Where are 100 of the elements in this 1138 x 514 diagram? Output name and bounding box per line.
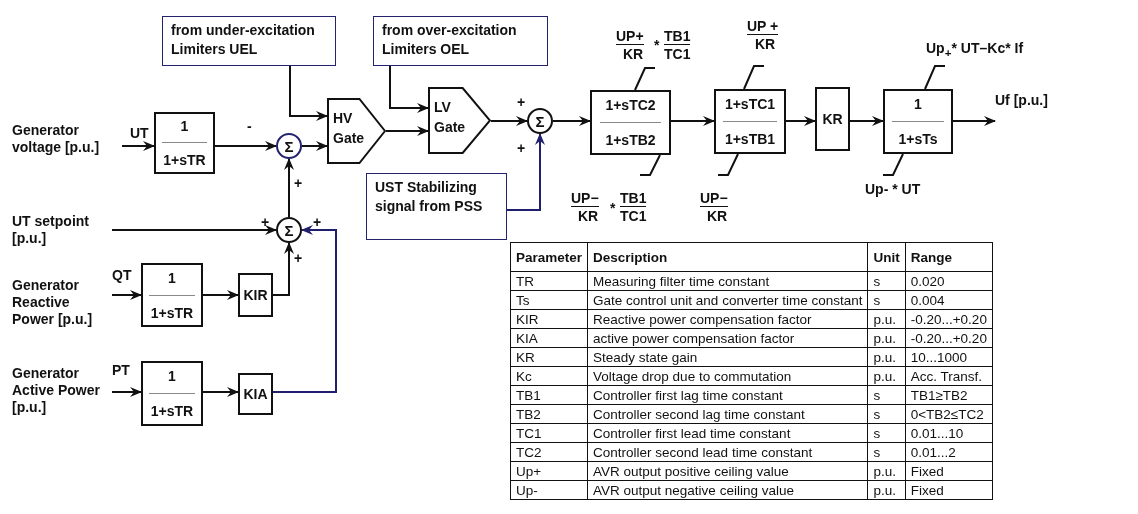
table-cell: Controller second lag time constant — [587, 404, 868, 424]
limit-label: KR — [578, 208, 599, 224]
signal-label: Generator Reactive Power [p.u.] — [12, 277, 112, 329]
gate-block: HV Gate — [327, 98, 386, 164]
denominator: 1+sTB2 — [605, 132, 656, 149]
table-cell: KR — [510, 347, 588, 367]
numerator: 1+sTC1 — [724, 95, 776, 112]
arrow — [385, 126, 429, 136]
limit-label: TB1 — [620, 190, 647, 207]
limit-label: TC1 — [620, 208, 647, 224]
table-header-cell: Range — [905, 242, 993, 272]
table-cell: -0.20...+0.20 — [905, 309, 993, 329]
sign-label: + — [294, 175, 303, 191]
table-cell: Up+ — [510, 461, 588, 481]
transfer-function-block — [714, 89, 786, 154]
gain-block: KIA — [238, 373, 273, 415]
table-cell: p.u. — [867, 461, 906, 481]
table-cell: Kc — [510, 366, 588, 386]
table-header-cell: Description — [587, 242, 868, 272]
table-cell: p.u. — [867, 328, 906, 348]
table-cell: Ts — [510, 290, 588, 310]
sign-label: + — [517, 140, 526, 156]
arrow — [121, 141, 155, 151]
table-header-cell: Unit — [867, 242, 906, 272]
denominator: 1+sTR — [150, 304, 194, 321]
table-cell: 0.020 — [905, 271, 993, 291]
limit-label: UP + — [747, 18, 779, 35]
limit-label: Up- * UT — [865, 181, 921, 197]
limiter-input-box: UST Stabilizing signal from PSS — [366, 173, 507, 240]
table-cell: Controller second lead time constant — [587, 442, 868, 462]
table-cell: p.u. — [867, 347, 906, 367]
numerator: 1 — [168, 367, 176, 384]
table-cell: Reactive power compensation factor — [587, 309, 868, 329]
arrow — [490, 116, 528, 126]
arrow — [111, 387, 142, 397]
table-cell: active power compensation factor — [587, 328, 868, 348]
numerator: 1 — [168, 269, 176, 286]
table-cell: s — [867, 290, 906, 310]
arrow — [552, 116, 591, 126]
table-cell: 0.01...2 — [905, 442, 993, 462]
limit-label: * — [654, 37, 660, 53]
arrow — [952, 116, 996, 126]
arrow — [389, 65, 429, 113]
table-cell: s — [867, 385, 906, 405]
sign-label: + — [313, 214, 322, 230]
limit-label: KR — [755, 36, 776, 52]
table-cell: p.u. — [867, 366, 906, 386]
table-cell: TC1 — [510, 423, 588, 443]
gain-block: KIR — [238, 273, 273, 317]
table-cell: 10...1000 — [905, 347, 993, 367]
table-cell: TB1≥TB2 — [905, 385, 993, 405]
signal-label: Uf [p.u.] — [995, 92, 1065, 121]
limit-label: Up$_{+}$* UT–Kc* If — [926, 40, 1024, 59]
table-cell: TB1 — [510, 385, 588, 405]
transfer-function-block — [590, 90, 671, 155]
arrow — [214, 141, 277, 151]
denominator: 1+sTs — [898, 131, 938, 148]
limit-label: TB1 — [664, 28, 691, 45]
table-cell: s — [867, 423, 906, 443]
arrow — [284, 158, 294, 218]
table-cell: Fixed — [905, 461, 993, 481]
table-cell: TC2 — [510, 442, 588, 462]
table-cell: Acc. Transf. — [905, 366, 993, 386]
table-cell: Up- — [510, 480, 588, 500]
table-cell: KIR — [510, 309, 588, 329]
arrow — [111, 290, 142, 300]
arrow — [202, 290, 239, 300]
gain-block: KR — [815, 87, 850, 151]
limit-label: UP+ — [616, 28, 644, 45]
sign-label: + — [517, 94, 526, 110]
limiter-input-box: from over-excitation Limiters OEL — [373, 16, 548, 66]
arrow — [785, 116, 816, 126]
transfer-function-block — [141, 263, 203, 327]
signal-label: UT setpoint [p.u.] — [12, 213, 112, 249]
summing-junction: Σ — [276, 217, 302, 243]
arrow — [301, 141, 328, 151]
table-cell: s — [867, 442, 906, 462]
table-cell: 0.01...10 — [905, 423, 993, 443]
numerator: 1 — [180, 118, 189, 135]
limiter-input-box: from under-excitation Limiters UEL — [162, 16, 336, 66]
signal-name: UT — [130, 125, 149, 141]
signal-name: QT — [112, 267, 132, 283]
table-cell: Gate control unit and converter time constant — [587, 290, 868, 310]
table-cell: p.u. — [867, 309, 906, 329]
signal-label: Generator voltage [p.u.] — [12, 122, 122, 158]
table-cell: Steady state gain — [587, 347, 868, 367]
signal-name: PT — [112, 362, 130, 378]
arrow — [272, 242, 294, 296]
limit-label: TC1 — [664, 46, 691, 62]
sign-label: - — [247, 118, 252, 134]
table-cell: KIA — [510, 328, 588, 348]
table-cell: Fixed — [905, 480, 993, 500]
table-cell: AVR output positive ceiling value — [587, 461, 868, 481]
transfer-function-block — [154, 112, 215, 174]
table-cell: Controller first lead time constant — [587, 423, 868, 443]
table-cell: Measuring filter time constant — [587, 271, 868, 291]
arrow — [111, 225, 277, 235]
denominator: 1+sTR — [150, 403, 194, 420]
denominator: 1+sTB1 — [724, 131, 776, 148]
numerator: 1 — [914, 95, 922, 112]
